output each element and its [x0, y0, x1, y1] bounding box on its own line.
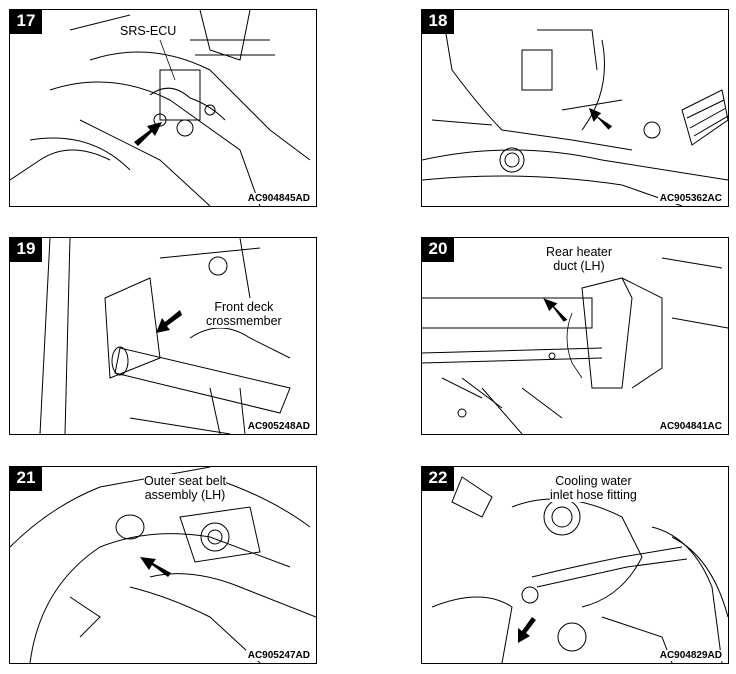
step-number: 18 — [422, 10, 454, 34]
illustration — [422, 257, 728, 434]
figure-code: AC904841AC — [657, 421, 724, 432]
figure-panel-22: 22 Cooling water inlet hose fitting AC90… — [421, 466, 729, 664]
step-number: 20 — [422, 238, 454, 262]
figure-panel-20: 20 Rear heater duct (LH) AC904841AC — [421, 237, 729, 435]
figure-panel-18: 18 AC905362AC — [421, 9, 729, 207]
callout-label: Rear heater duct (LH) — [546, 245, 613, 273]
step-number: 21 — [10, 467, 42, 491]
figure-panel-21: 21 Outer seat belt assembly (LH) AC90524… — [9, 466, 317, 664]
step-number: 22 — [422, 467, 454, 491]
figure-code: AC904845AD — [245, 193, 312, 204]
callout-label: SRS-ECU — [120, 24, 177, 38]
callout-label: Outer seat belt assembly (LH) — [144, 474, 226, 502]
figure-code: AC905248AD — [245, 421, 312, 432]
figure-code: AC905362AC — [657, 193, 724, 204]
figure-panel-17: 17 SRS-ECU AC904845AD — [9, 9, 317, 207]
figure-code: AC905247AD — [245, 650, 312, 661]
illustration — [10, 467, 316, 663]
illustration — [39, 238, 291, 434]
step-number: 17 — [10, 10, 42, 34]
figure-panel-19: 19 Front deck crossmember AC905248AD — [9, 237, 317, 435]
illustration — [422, 10, 728, 206]
callout-label: Cooling water inlet hose fitting — [550, 474, 637, 502]
illustration — [10, 10, 311, 206]
illustration — [431, 476, 728, 663]
callout-label: Front deck crossmember — [206, 300, 282, 328]
figure-code: AC904829AD — [657, 650, 724, 661]
step-number: 19 — [10, 238, 42, 262]
